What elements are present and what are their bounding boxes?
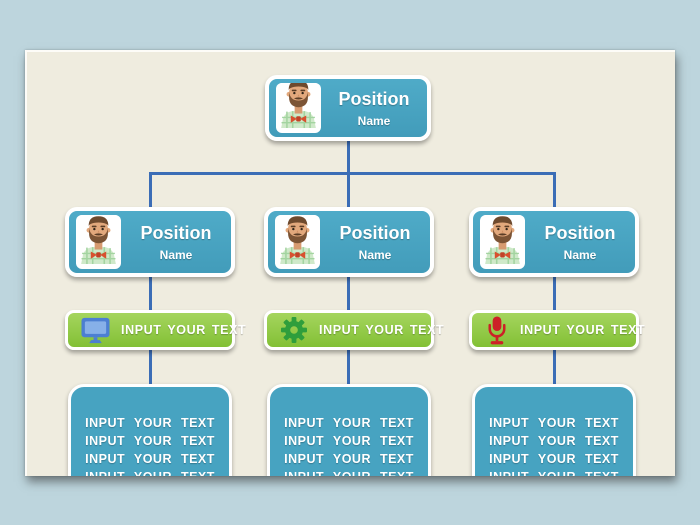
connector-rail bbox=[149, 172, 556, 175]
org-node-right[interactable]: Position Name bbox=[469, 207, 639, 277]
connector-card-button-middle bbox=[347, 274, 350, 314]
list-item: INPUT YOUR TEXT bbox=[85, 434, 215, 448]
position-title: Position bbox=[140, 222, 212, 243]
slide-canvas: Position Name bbox=[25, 50, 675, 476]
avatar bbox=[275, 215, 320, 269]
list-item: INPUT YOUR TEXT bbox=[475, 468, 633, 476]
name-label: Name bbox=[159, 247, 193, 262]
input-text-button-middle[interactable]: INPUT YOUR TEXT bbox=[264, 310, 444, 350]
gear-icon bbox=[280, 316, 308, 344]
connector-card-button-left bbox=[149, 274, 152, 314]
list-item: INPUT YOUR TEXT bbox=[85, 416, 215, 430]
list-item: INPUT YOUR TEXT bbox=[284, 452, 414, 466]
input-text-button-label: INPUT YOUR TEXT bbox=[520, 323, 646, 337]
list-item: INPUT YOUR TEXT bbox=[489, 416, 619, 430]
position-title: Position bbox=[339, 222, 411, 243]
list-item: INPUT YOUR TEXT bbox=[489, 452, 619, 466]
text-list-box-middle[interactable]: INPUT YOUR TEXT INPUT YOUR TEXT INPUT YO… bbox=[267, 384, 431, 476]
input-text-button-label: INPUT YOUR TEXT bbox=[319, 323, 445, 337]
list-item: INPUT YOUR TEXT bbox=[489, 434, 619, 448]
monitor-icon bbox=[81, 317, 110, 344]
list-item: INPUT YOUR TEXT bbox=[71, 468, 229, 476]
list-item: INPUT YOUR TEXT bbox=[270, 468, 428, 476]
connector-drop-right bbox=[553, 172, 556, 208]
input-text-button-label: INPUT YOUR TEXT bbox=[121, 323, 247, 337]
connector-drop-left bbox=[149, 172, 152, 208]
connector-button-box-right bbox=[553, 347, 556, 387]
position-title: Position bbox=[544, 222, 616, 243]
name-label: Name bbox=[563, 247, 597, 262]
microphone-icon bbox=[485, 315, 509, 345]
connector-drop-middle bbox=[347, 172, 350, 208]
input-text-button-right[interactable]: INPUT YOUR TEXT bbox=[469, 310, 645, 350]
list-item: INPUT YOUR TEXT bbox=[284, 416, 414, 430]
name-label: Name bbox=[358, 247, 392, 262]
name-label: Name bbox=[357, 113, 391, 128]
org-node-root[interactable]: Position Name bbox=[265, 75, 431, 141]
list-item: INPUT YOUR TEXT bbox=[284, 434, 414, 448]
list-item: INPUT YOUR TEXT bbox=[85, 452, 215, 466]
connector-card-button-right bbox=[553, 274, 556, 314]
text-list-box-left[interactable]: INPUT YOUR TEXT INPUT YOUR TEXT INPUT YO… bbox=[68, 384, 232, 476]
connector-button-box-middle bbox=[347, 347, 350, 387]
connector-root-down bbox=[347, 139, 350, 174]
org-node-middle[interactable]: Position Name bbox=[264, 207, 434, 277]
input-text-button-left[interactable]: INPUT YOUR TEXT bbox=[65, 310, 246, 350]
org-node-left[interactable]: Position Name bbox=[65, 207, 235, 277]
position-title: Position bbox=[338, 88, 410, 109]
avatar bbox=[480, 215, 525, 269]
connector-button-box-left bbox=[149, 347, 152, 387]
avatar bbox=[76, 215, 121, 269]
text-list-box-right[interactable]: INPUT YOUR TEXT INPUT YOUR TEXT INPUT YO… bbox=[472, 384, 636, 476]
avatar bbox=[276, 83, 321, 133]
